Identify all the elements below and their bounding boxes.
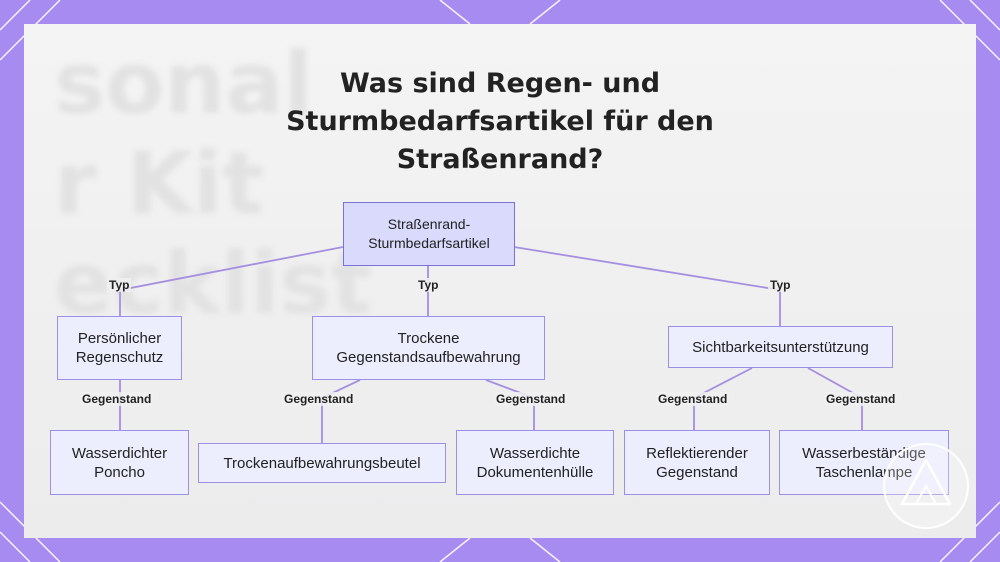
triangle-logo-icon (883, 443, 969, 529)
edge-root-personal (119, 246, 344, 316)
node-dry-storage: Trockene Gegenstandsaufbewahrung (312, 316, 545, 380)
node-flashlight: Wasserbeständige Taschenlampe (779, 430, 949, 495)
edge-dry-drybag (321, 379, 361, 443)
node-personal-rain-protection: Persönlicher Regenschutz (57, 316, 182, 380)
edge-label-type-personal: Typ (107, 278, 132, 292)
edge-label-item-doccase: Gegenstand (494, 392, 568, 406)
node-reflective-item: Reflektierender Gegenstand (624, 430, 770, 495)
node-root: Straßenrand-Sturmbedarfsartikel (343, 202, 515, 266)
edge-label-item-poncho: Gegenstand (80, 392, 154, 406)
node-visibility-support: Sichtbarkeitsunterstützung (668, 326, 893, 368)
edge-label-type-dry: Typ (416, 278, 441, 292)
edge-label-item-drybag: Gegenstand (282, 392, 356, 406)
node-document-case: Wasserdichte Dokumentenhülle (456, 430, 614, 495)
edge-label-item-reflective: Gegenstand (656, 392, 730, 406)
node-dry-bag: Trockenaufbewahrungsbeutel (198, 443, 446, 483)
edge-root-visibility (513, 246, 781, 326)
edge-label-item-flashlight: Gegenstand (824, 392, 898, 406)
diagram-title: Was sind Regen- und Sturmbedarfsartikel … (286, 68, 714, 175)
node-waterproof-poncho: Wasserdichter Poncho (50, 430, 189, 495)
edge-label-type-visibility: Typ (768, 278, 793, 292)
